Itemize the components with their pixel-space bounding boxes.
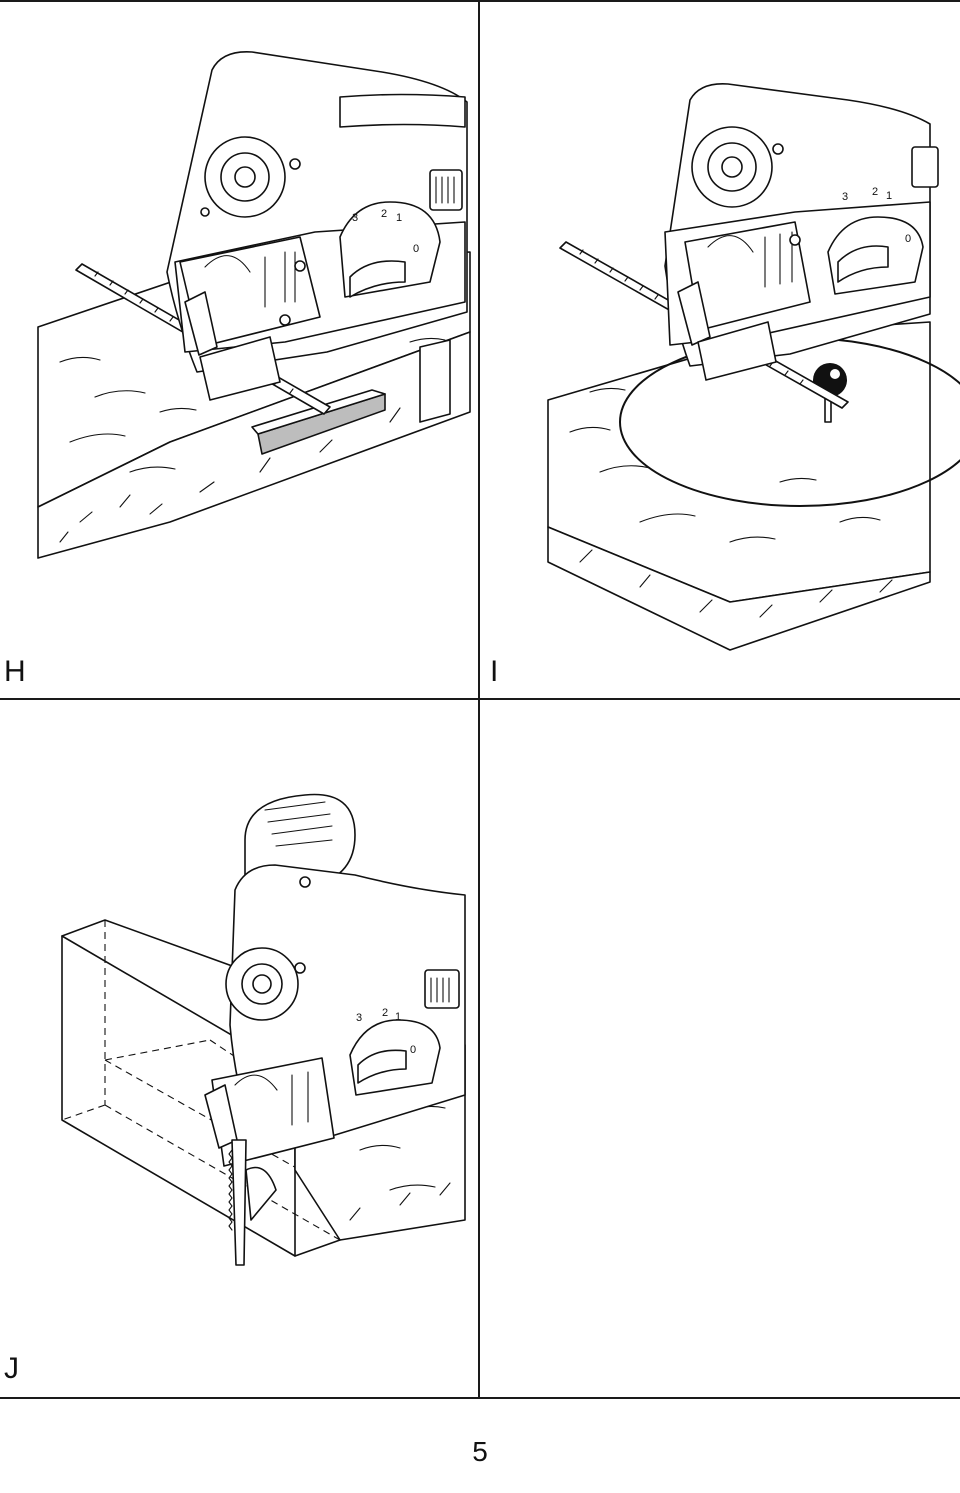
empty-panel	[480, 700, 960, 1396]
speed-dial-mark-0: 0	[410, 1044, 416, 1056]
frame-top-line	[0, 0, 960, 2]
speed-dial-mark-3: 3	[842, 191, 848, 203]
saw-blade	[228, 1139, 277, 1266]
figure-h-illustration: 3 2 1 0	[37, 51, 471, 559]
figure-j-label: J	[4, 1352, 19, 1385]
figure-j-illustration: 3 2 1 0	[61, 793, 466, 1266]
figure-i-panel: 3 2 1 0 I	[480, 2, 960, 698]
jigsaw-tool	[664, 83, 939, 381]
figure-i-label: I	[490, 655, 499, 688]
straight-edge-bar	[251, 339, 451, 455]
speed-dial-mark-2: 2	[872, 186, 878, 198]
speed-dial-mark-1: 1	[396, 212, 402, 224]
jigsaw-tool	[166, 51, 468, 401]
speed-dial-mark-3: 3	[352, 212, 358, 224]
speed-dial-mark-3: 3	[356, 1012, 362, 1024]
speed-dial-mark-1: 1	[886, 190, 892, 202]
speed-dial: 3 2 1 0	[842, 186, 911, 245]
figure-i-illustration: 3 2 1 0	[547, 83, 960, 651]
figure-h-label: H	[4, 655, 26, 688]
page-number: 5	[472, 1436, 488, 1467]
frame-middle-line	[0, 698, 960, 700]
speed-dial-mark-2: 2	[382, 1007, 388, 1019]
speed-dial-mark-1: 1	[395, 1011, 401, 1023]
speed-dial-mark-0: 0	[905, 233, 911, 245]
speed-dial-mark-2: 2	[381, 208, 387, 220]
speed-dial-mark-0: 0	[413, 243, 419, 255]
jigsaw-tool	[204, 793, 466, 1167]
speed-dial: 3 2 1 0	[352, 208, 419, 255]
figure-j-panel: 3 2 1 0 J	[0, 700, 478, 1396]
figure-h-panel: 3 2 1 0 H	[0, 2, 478, 698]
frame-bottom-line	[0, 1397, 960, 1399]
speed-dial: 3 2 1 0	[356, 1007, 416, 1056]
